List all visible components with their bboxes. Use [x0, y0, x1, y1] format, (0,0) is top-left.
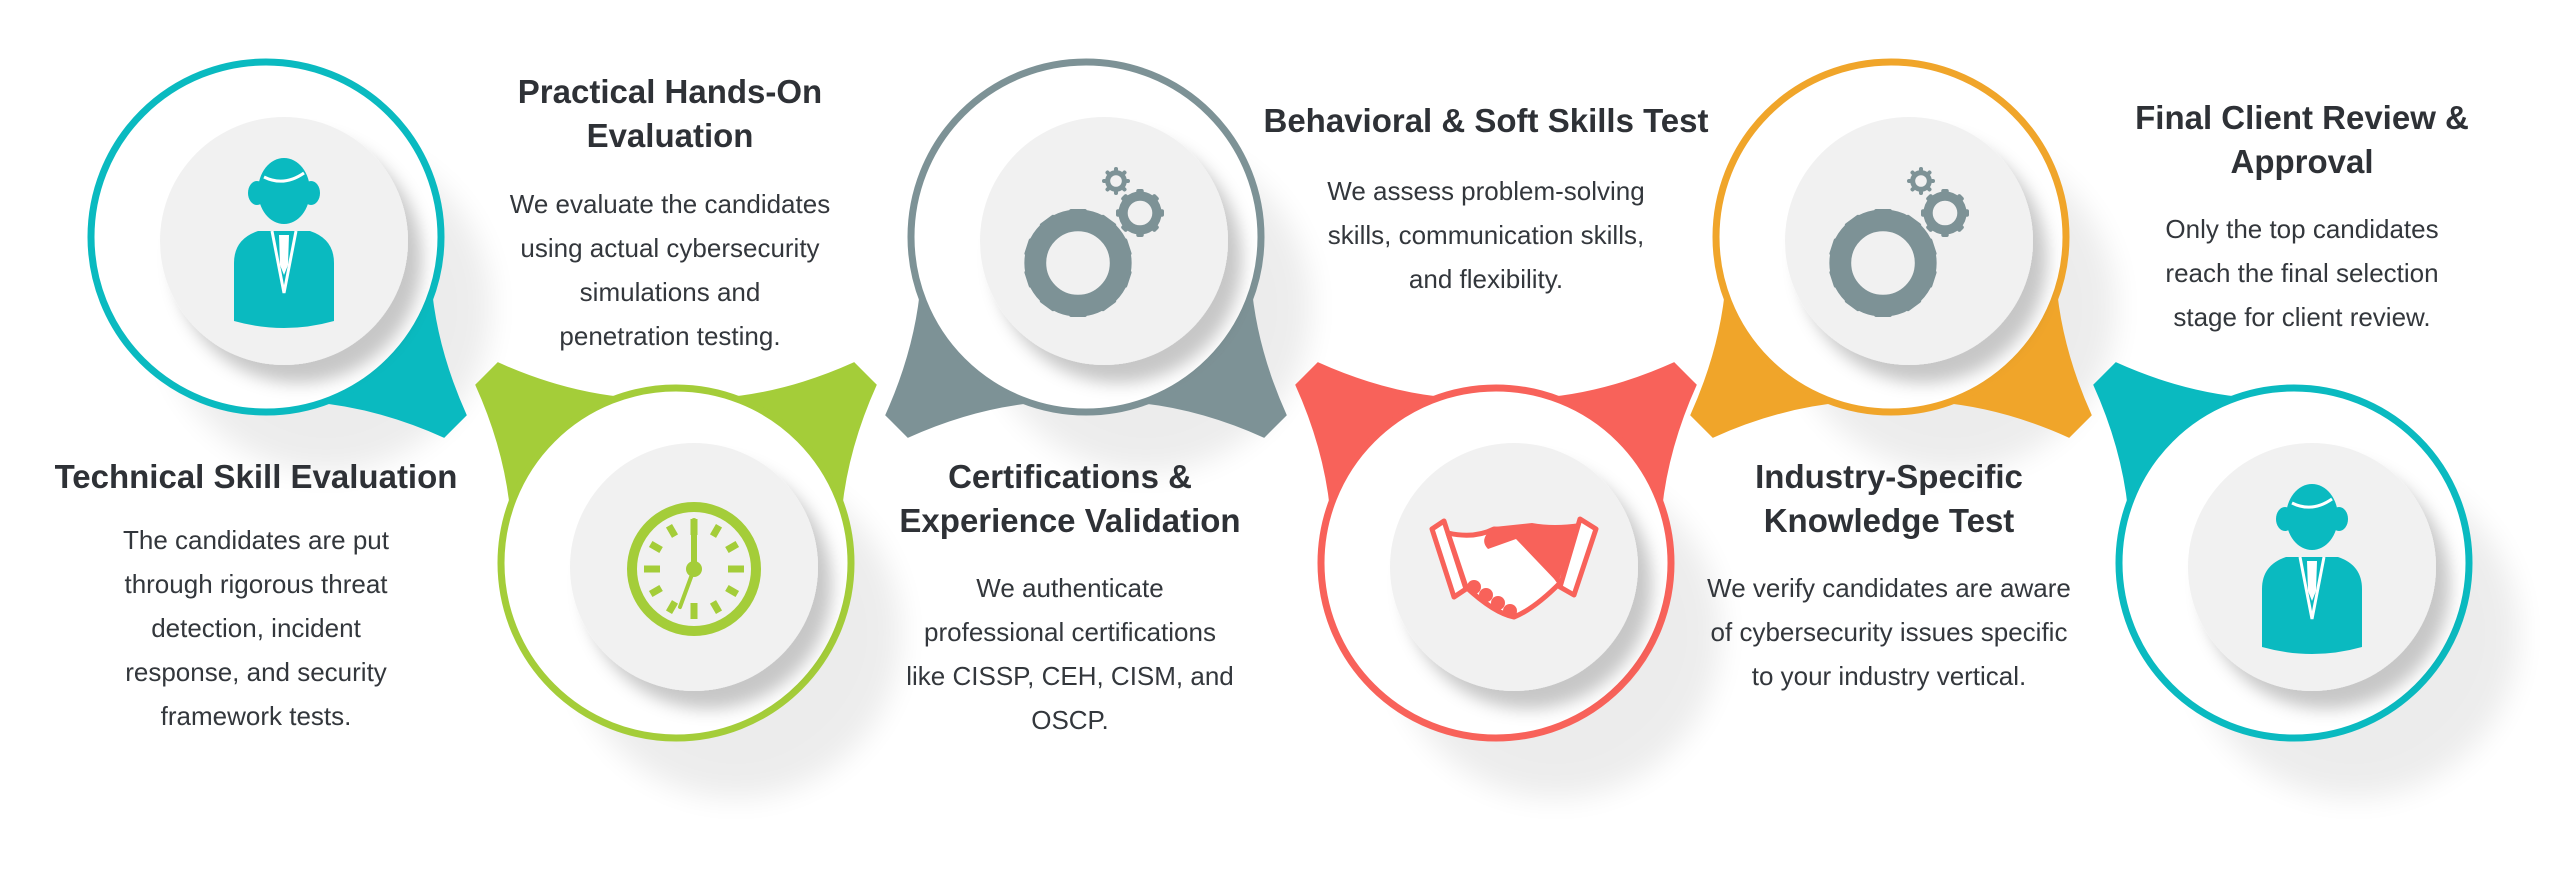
step-title: Experience Validation	[899, 502, 1241, 539]
step-description-line: of cybersecurity issues specific	[1710, 617, 2068, 647]
step-description-line: OSCP.	[1031, 705, 1109, 735]
step-description-line: and flexibility.	[1408, 264, 1564, 294]
step-title: Behavioral & Soft Skills Test	[1263, 102, 1709, 139]
step-description-line: reach the final selection	[2165, 258, 2439, 288]
step-description-line: through rigorous threat	[124, 569, 388, 599]
step-description-line: Only the top candidates	[2165, 214, 2439, 244]
step-title: Technical Skill Evaluation	[54, 458, 458, 495]
step-description-line: detection, incident	[151, 613, 361, 643]
step-description-line: to your industry vertical.	[1751, 661, 2027, 691]
step-description-line: skills, communication skills,	[1327, 220, 1645, 250]
step-title: Knowledge Test	[1763, 502, 2015, 539]
step-description-line: using actual cybersecurity	[520, 233, 820, 263]
gear-shape	[1024, 209, 1132, 317]
step-title: Evaluation	[586, 117, 754, 154]
step-description-line: We assess problem-solving	[1327, 176, 1645, 206]
handshake-icon	[1429, 516, 1599, 620]
gear-shape	[1921, 189, 1969, 237]
person-icon	[234, 158, 334, 328]
step-description-line: We evaluate the candidates	[509, 189, 831, 219]
step-description-line: like CISSP, CEH, CISM, and	[906, 661, 1234, 691]
person-icon	[2262, 484, 2362, 654]
step-description-line: We verify candidates are aware	[1707, 573, 2071, 603]
gears-icon	[1024, 167, 1164, 317]
gears-icon	[1829, 167, 1969, 317]
step-text-block: Behavioral & Soft Skills Test We assess p…	[1206, 99, 1766, 301]
step-title: Industry-Specific	[1755, 458, 2023, 495]
step-description-line: response, and security	[125, 657, 387, 687]
step-title: Final Client Review &	[2135, 99, 2469, 136]
gear-shape	[1829, 209, 1937, 317]
step-description-line: penetration testing.	[559, 321, 781, 351]
step-title: Certifications &	[948, 458, 1192, 495]
gear-shape	[1907, 167, 1935, 195]
step-title: Practical Hands-On	[517, 73, 823, 110]
step-description-line: The candidates are put	[123, 525, 389, 555]
clock-icon	[627, 502, 761, 636]
step-text-block: Certifications & Experience Validation We …	[790, 455, 1350, 742]
step-description-line: simulations and	[579, 277, 761, 307]
step-title: Approval	[2230, 143, 2374, 180]
gear-shape	[1116, 189, 1164, 237]
step-description-line: stage for client review.	[2173, 302, 2431, 332]
step-description-line: We authenticate	[976, 573, 1164, 603]
step-description-line: professional certifications	[924, 617, 1216, 647]
gear-shape	[1102, 167, 1130, 195]
step-description-line: framework tests.	[160, 701, 352, 731]
